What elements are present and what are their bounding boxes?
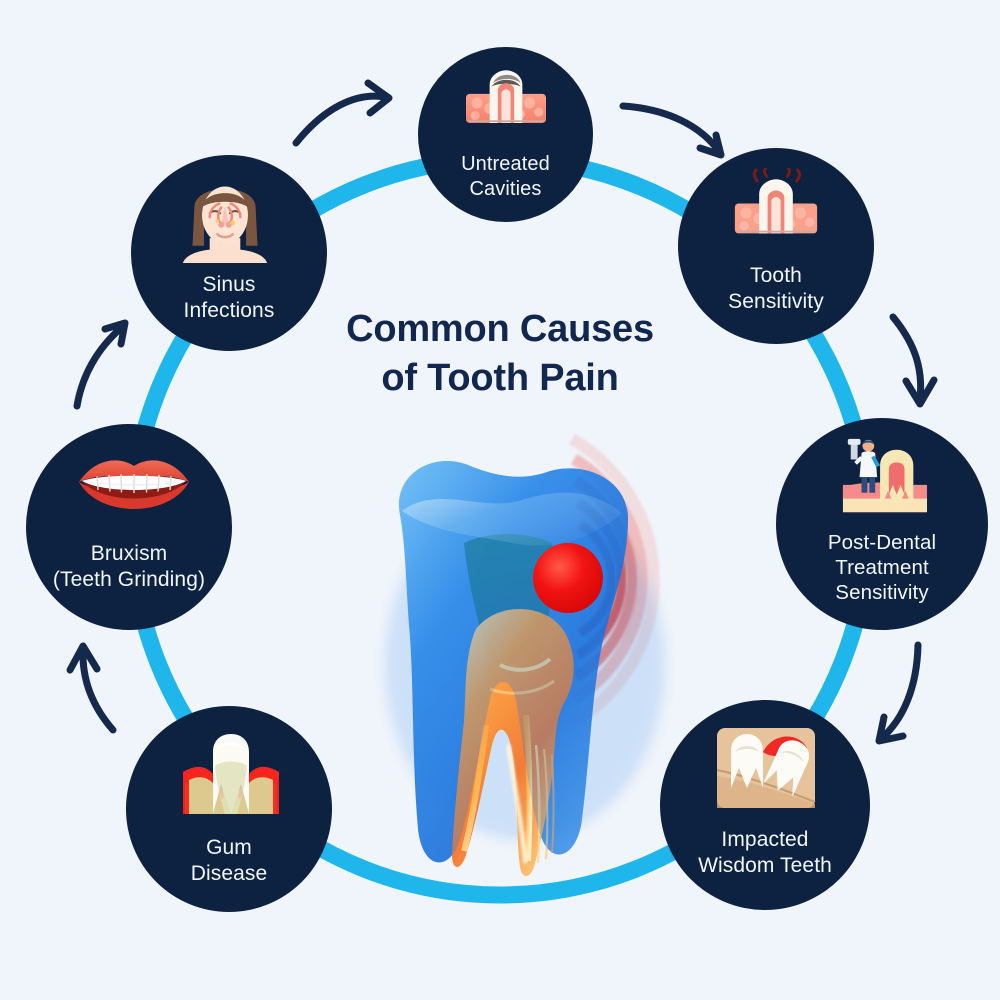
inflamed-gums-icon [175, 730, 283, 826]
node-label-post-dental: Post-Dental Treatment Sensitivity [827, 531, 937, 604]
pain-point-marker [533, 543, 603, 613]
arrow-post-dental-to-wisdom [875, 641, 922, 745]
node-gum-disease[interactable]: Gum Disease [126, 706, 332, 912]
clenched-teeth-mouth-icon [75, 452, 189, 532]
arrow-cavities-to-sensitivity [619, 102, 725, 159]
node-label-untreated-cavities: Untreated Cavities [461, 153, 550, 200]
node-bruxism[interactable]: Bruxism (Teeth Grinding) [26, 424, 232, 630]
node-label-impacted-wisdom-teeth: Impacted Wisdom Teeth [698, 828, 832, 878]
node-label-sinus-infections: Sinus Infections [183, 273, 275, 323]
arrow-gum-to-bruxism [66, 642, 117, 734]
center-tooth-graphic [340, 415, 740, 885]
arrow-sinus-to-cavities [292, 79, 393, 147]
tooth-highlight [402, 492, 622, 546]
node-post-dental-treatment-sensitivity[interactable]: Post-Dental Treatment Sensitivity [776, 418, 988, 630]
node-label-tooth-sensitivity: Tooth Sensitivity [728, 264, 824, 314]
node-label-gum-disease: Gum Disease [190, 836, 268, 886]
impacted-wisdom-tooth-icon [711, 722, 819, 818]
page-title: Common Causes of Tooth Pain [280, 305, 720, 402]
decayed-tooth-cross-section-icon [452, 63, 560, 143]
tooth-pulp-nerve [452, 608, 574, 876]
arrow-bruxism-to-sinus [73, 319, 129, 410]
node-impacted-wisdom-teeth[interactable]: Impacted Wisdom Teeth [660, 700, 870, 910]
arrow-sensitivity-to-post-dental [889, 313, 938, 408]
node-label-bruxism: Bruxism (Teeth Grinding) [52, 542, 206, 592]
title-line-2: of Tooth Pain [381, 356, 619, 399]
sensitive-tooth-cross-section-icon [722, 166, 830, 254]
node-untreated-cavities[interactable]: Untreated Cavities [418, 47, 593, 222]
dentist-with-tooth-icon [828, 436, 936, 524]
title-line-1: Common Causes [346, 308, 654, 350]
sinus-face-icon [175, 175, 283, 263]
